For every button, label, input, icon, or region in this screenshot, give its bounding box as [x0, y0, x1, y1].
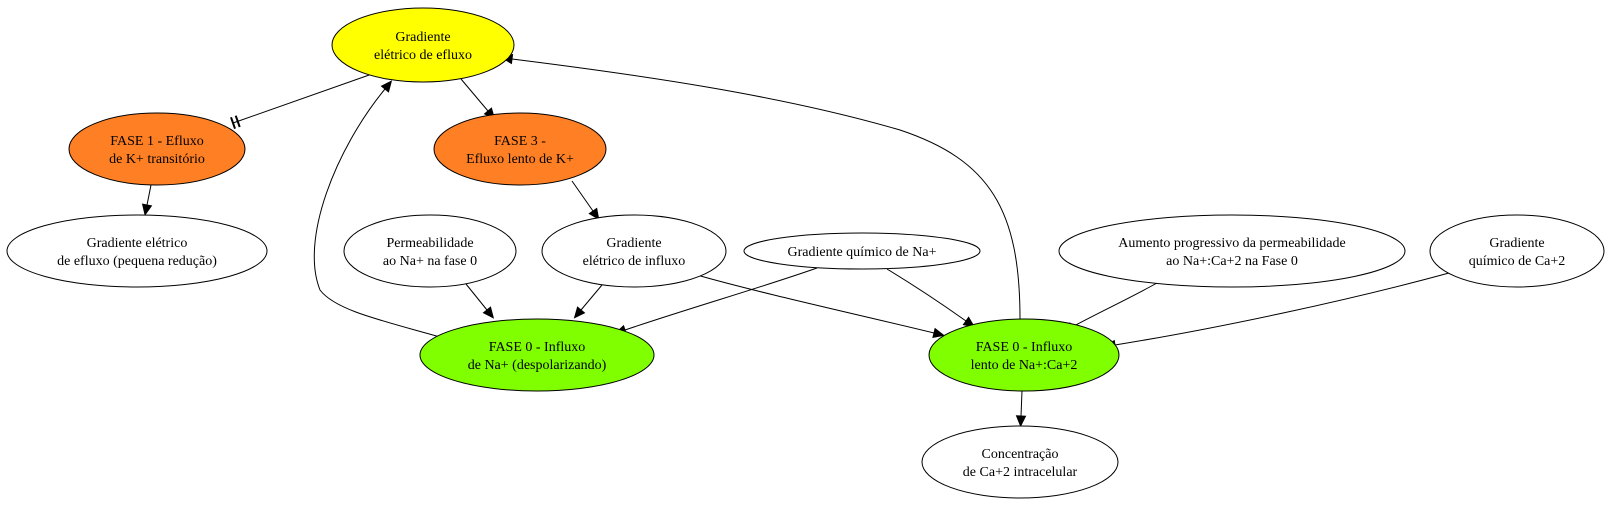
node-label-line: Aumento progressivo da permeabilidade: [1118, 236, 1345, 251]
node-label-line: lento de Na+:Ca+2: [971, 358, 1078, 373]
node-ellipse: [743, 232, 981, 270]
node-label-line: elétrico de efluxo: [374, 48, 472, 63]
edge-fase1-to-gradiente_efluxo_reducao: [141, 184, 153, 217]
edge-fase0_naca-to-concentracao_ca: [1015, 390, 1027, 428]
node-fase3: FASE 3 - Efluxo lento de K+: [433, 112, 607, 186]
node-ellipse: [68, 112, 246, 186]
edge-line: [460, 78, 489, 112]
node-label-line: FASE 0 - Influxo: [489, 340, 586, 355]
node-ellipse: [433, 112, 607, 186]
node-fase0-na: FASE 0 - Influxo de Na+ (despolarizando): [419, 318, 655, 392]
node-label-line: Gradiente químico de Na+: [787, 245, 936, 260]
edge-line: [1020, 390, 1023, 417]
node-label-line: elétrico de influxo: [583, 254, 686, 269]
node-label-line: Concentração: [982, 447, 1059, 462]
edge-line: [624, 267, 818, 331]
node-fase1: FASE 1 - Efluxo de K+ transitório: [68, 112, 246, 186]
node-ellipse: [1058, 214, 1406, 288]
node-ellipse: [343, 214, 517, 288]
node-label-line: Gradiente: [606, 236, 661, 251]
node-label-line: de K+ transitório: [109, 152, 205, 167]
edge-line: [146, 184, 152, 206]
arrowhead: [482, 306, 495, 319]
edge-permeabilidade_na-to-fase0_na: [465, 283, 495, 319]
edge-fase0_na-to-gradiente_eletrico_efluxo: [313, 80, 441, 338]
edge-gradiente_eletrico_influxo-to-fase0_na: [573, 284, 603, 319]
node-ellipse: [419, 318, 655, 392]
edge-line: [886, 268, 967, 322]
node-label-line: FASE 3 -: [494, 134, 546, 149]
node-label-line: de efluxo (pequena redução): [57, 254, 217, 269]
arrowhead: [380, 80, 393, 93]
node-label-line: de Na+ (despolarizando): [468, 358, 607, 373]
node-label-line: químico de Ca+2: [1469, 254, 1566, 269]
edge-line: [580, 284, 603, 311]
node-label-line: Efluxo lento de K+: [466, 152, 574, 167]
edge-gradiente_eletrico_efluxo-to-fase3: [460, 78, 496, 120]
arrowhead: [573, 306, 586, 319]
node-label-line: Gradiente: [395, 30, 450, 45]
node-aumento-permeabilidade: Aumento progressivo da permeabilidade ao …: [1058, 214, 1406, 288]
node-ellipse: [6, 214, 268, 288]
arrowhead: [588, 207, 600, 221]
arrowhead: [932, 327, 945, 339]
node-ellipse: [921, 425, 1119, 499]
node-label-line: ao Na+:Ca+2 na Fase 0: [1166, 254, 1298, 269]
edge-aumento_permeabilidade-to-fase0_naca: [1062, 282, 1158, 333]
edge-line: [232, 73, 373, 124]
edge-line: [1071, 282, 1158, 328]
edge-line: [1114, 272, 1450, 346]
node-permeabilidade-na: Permeabilidade ao Na+ na fase 0: [343, 214, 517, 288]
edge-fase3-to-gradiente_eletrico_influxo: [571, 180, 600, 221]
arrowhead: [1015, 415, 1027, 428]
edge-gradiente_eletrico_efluxo-to-fase1: [230, 73, 373, 129]
edge-line: [313, 88, 441, 338]
tee-mark: [234, 115, 241, 128]
node-ellipse: [331, 7, 515, 83]
edge-line: [511, 58, 1021, 320]
node-label-line: FASE 0 - Influxo: [976, 340, 1073, 355]
node-gradiente-eletrico-efluxo: Gradiente elétrico de efluxo: [331, 7, 515, 83]
node-ellipse: [928, 318, 1120, 392]
node-gradiente-quimico-ca: Gradiente químico de Ca+2: [1429, 214, 1605, 288]
node-gradiente-quimico-na: Gradiente químico de Na+: [743, 232, 981, 270]
node-label-line: Gradiente: [1489, 236, 1544, 251]
node-label-line: Gradiente elétrico: [87, 236, 188, 251]
edge-gradiente_eletrico_influxo-to-fase0_naca: [696, 274, 945, 339]
edge-line: [696, 274, 935, 334]
node-label-line: Permeabilidade: [386, 236, 473, 251]
edge-line: [571, 180, 594, 212]
node-fase0-naca: FASE 0 - Influxo lento de Na+:Ca+2: [928, 318, 1120, 392]
node-ellipse: [1429, 214, 1605, 288]
node-gradiente-efluxo-reducao: Gradiente elétrico de efluxo (pequena red…: [6, 214, 268, 288]
arrowhead: [141, 203, 153, 217]
node-label-line: ao Na+ na fase 0: [383, 254, 477, 269]
tee-mark: [230, 117, 236, 129]
node-label-line: de Ca+2 intracelular: [963, 465, 1078, 480]
node-label-line: FASE 1 - Efluxo: [110, 134, 203, 149]
edge-gradiente_quimico_na-to-fase0_naca: [886, 268, 976, 328]
node-concentracao-ca: Concentração de Ca+2 intracelular: [921, 425, 1119, 499]
node-gradiente-eletrico-influxo: Gradiente elétrico de influxo: [541, 214, 727, 288]
node-ellipse: [541, 214, 727, 288]
edge-line: [465, 283, 488, 311]
